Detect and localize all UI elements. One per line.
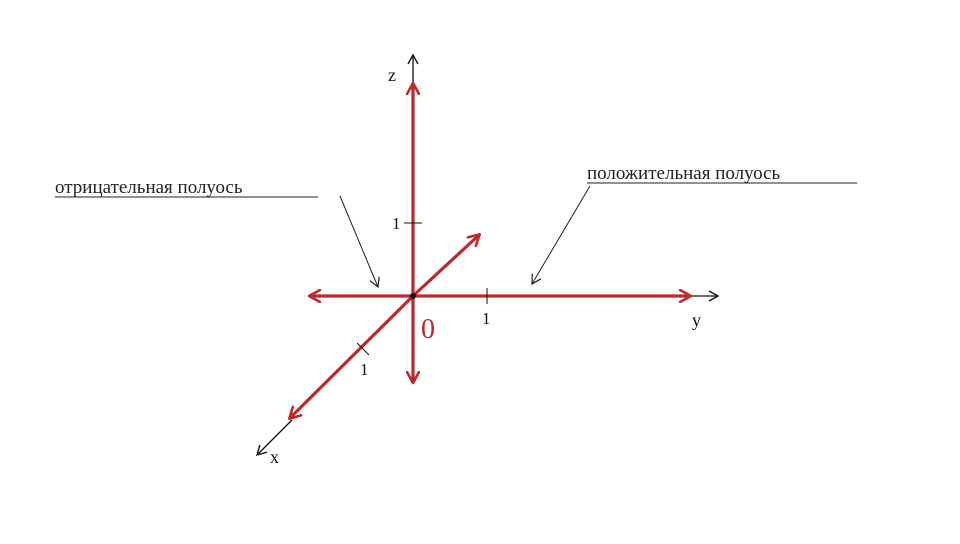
origin-label: 0 bbox=[421, 314, 435, 345]
negative-half-axis-label: отрицательная полуось bbox=[55, 177, 243, 198]
positive-half-axis-label: положительная полуось bbox=[587, 163, 781, 184]
x-tick bbox=[356, 342, 370, 356]
z-tick-label: 1 bbox=[392, 214, 401, 233]
x-axis-black bbox=[255, 419, 293, 457]
y-tick-label: 1 bbox=[482, 309, 491, 328]
x-axis-positive bbox=[290, 294, 415, 418]
origin-point bbox=[410, 293, 416, 299]
x-tick-label: 1 bbox=[360, 360, 369, 379]
positive-annotation-arrow bbox=[531, 185, 591, 286]
x-axis-label: x bbox=[270, 447, 279, 467]
x-axis-negative bbox=[411, 235, 479, 298]
y-axis-label: y bbox=[692, 310, 701, 330]
negative-annotation-arrow bbox=[339, 195, 380, 289]
z-axis-label: z bbox=[388, 65, 396, 85]
